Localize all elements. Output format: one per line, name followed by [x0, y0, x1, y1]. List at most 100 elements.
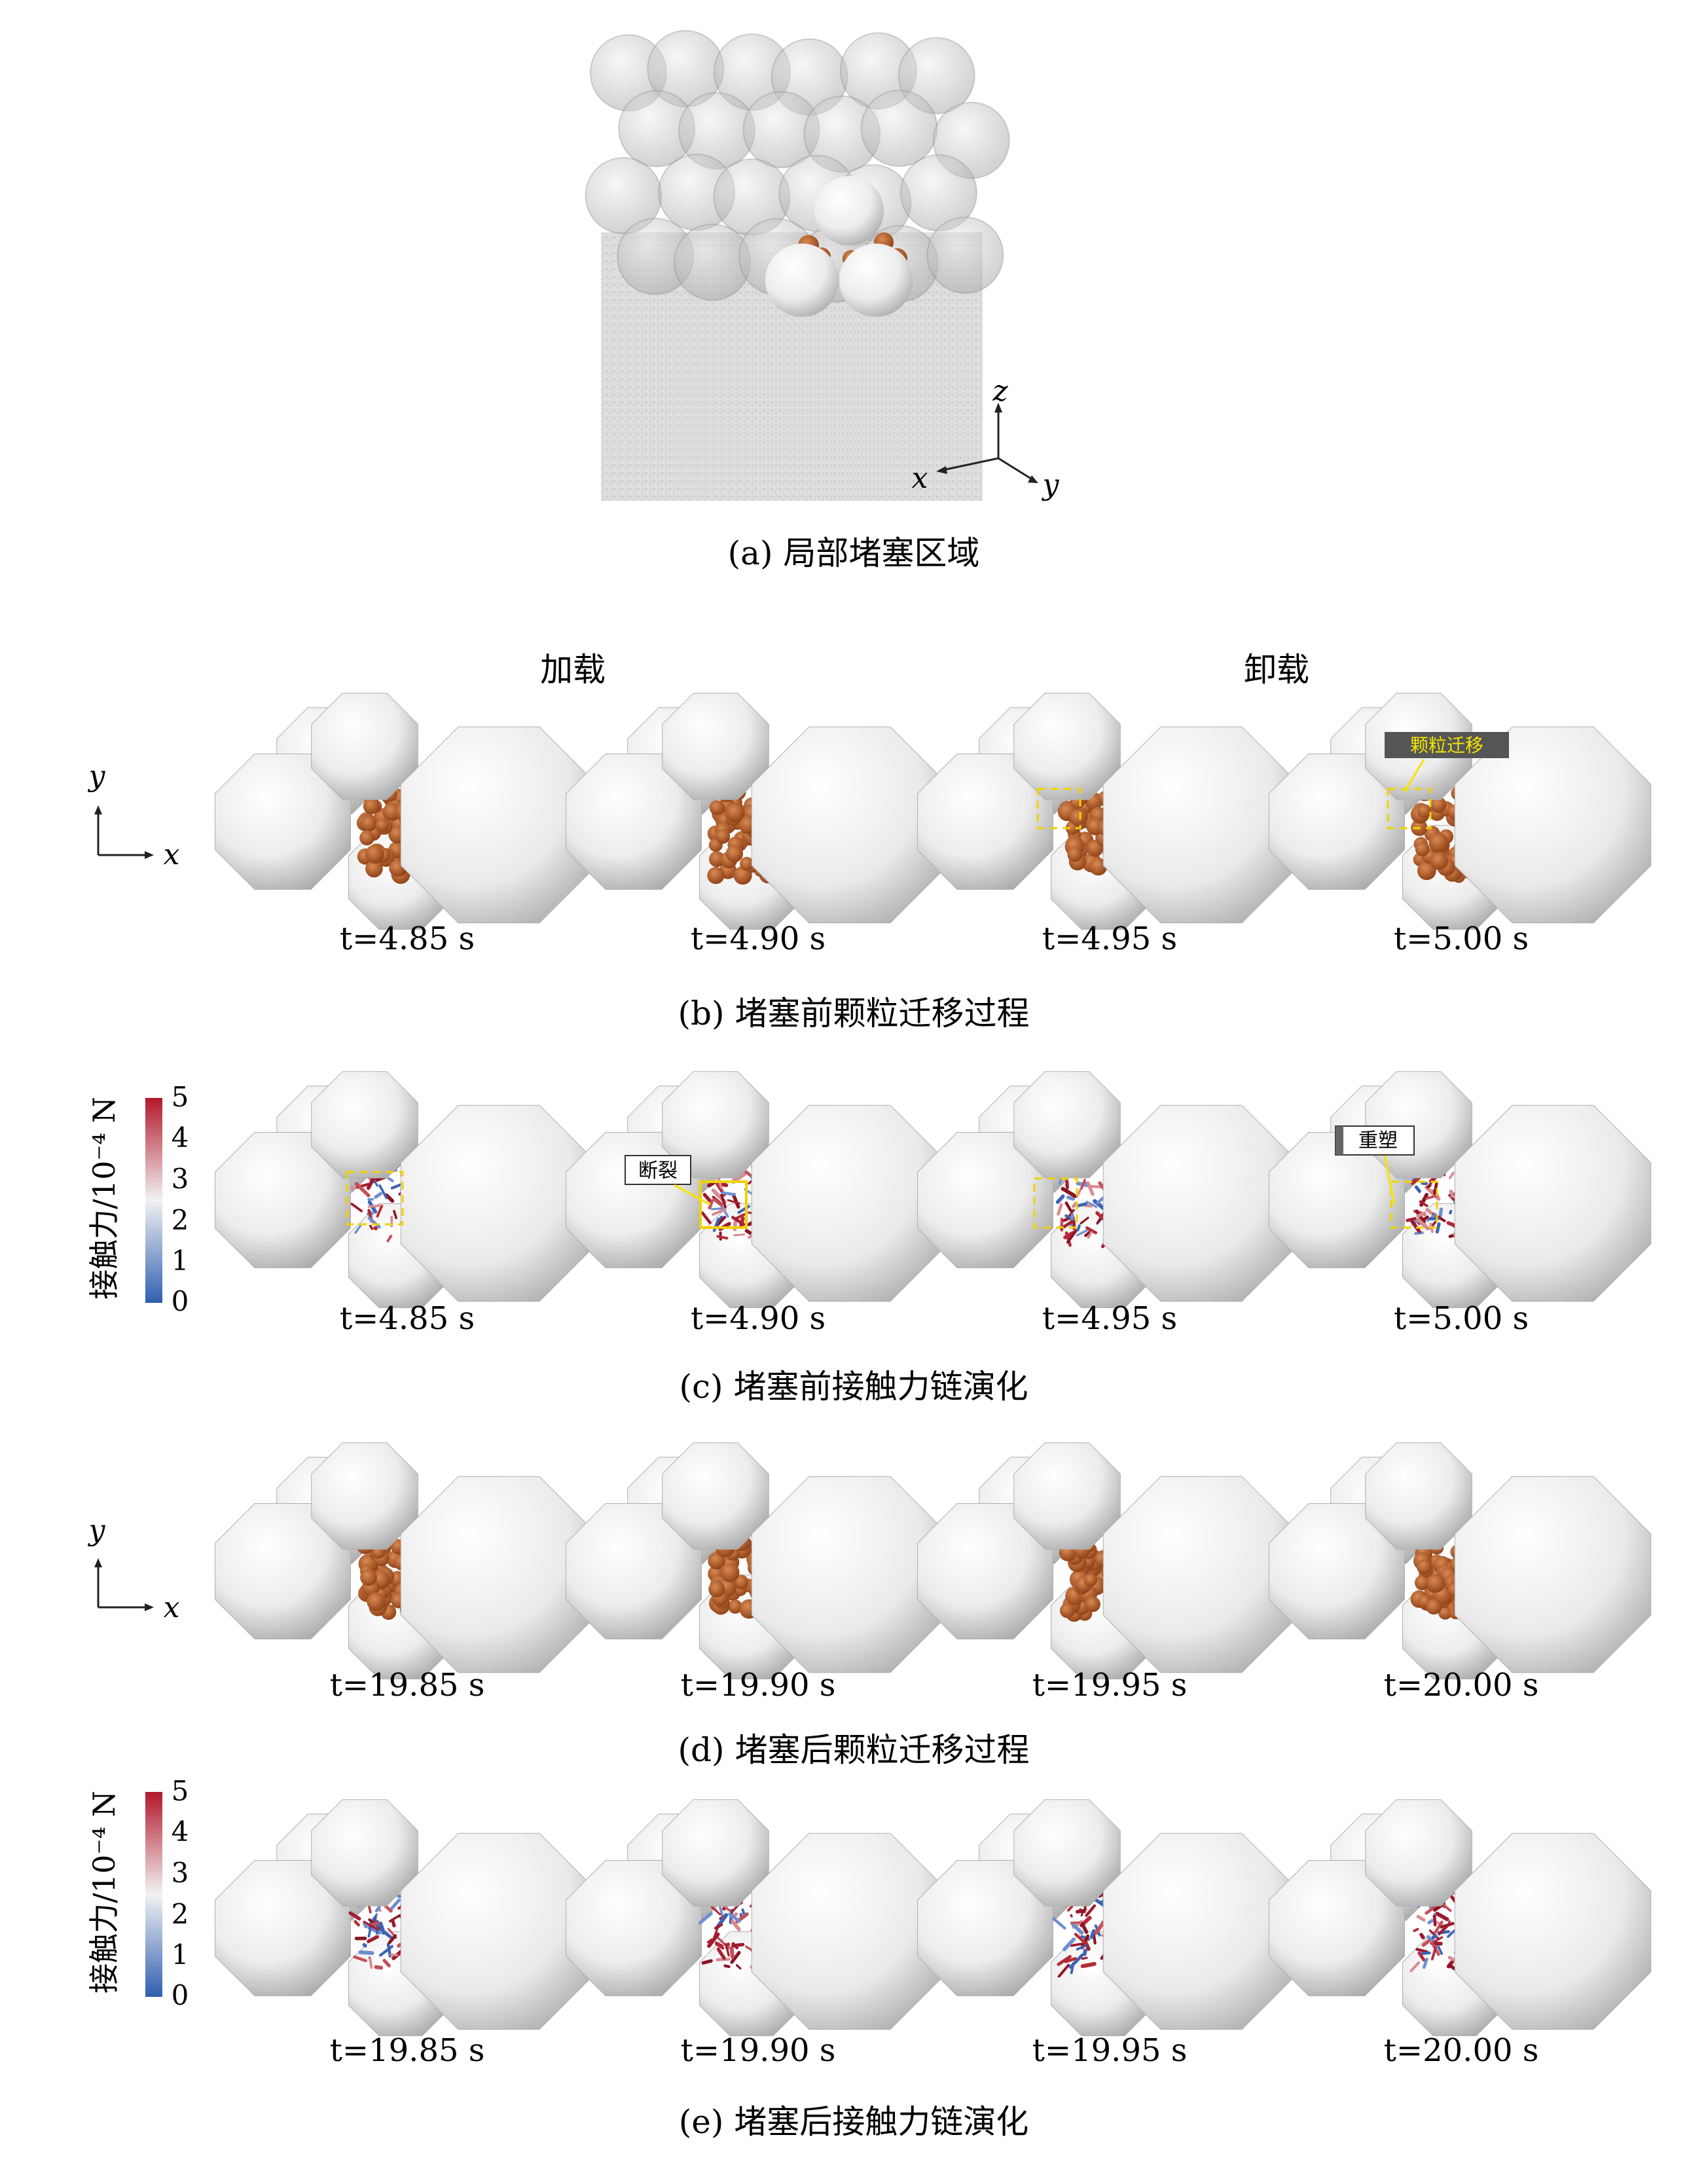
force-chain-segment [706, 1938, 713, 1944]
force-chain-segment [354, 1920, 360, 1927]
coarse-particle [400, 1476, 598, 1673]
colorbar-e: 5 4 3 2 1 0 接触力/10⁻⁴ N [86, 1775, 189, 2011]
fine-particle [1083, 1573, 1097, 1587]
snapshot-force-2 [917, 1071, 1300, 1308]
colorbar-gradient [145, 1792, 162, 1997]
force-chain-segment [1070, 1914, 1073, 1918]
force-chain-segment [358, 1950, 374, 1955]
panel-a-caption: (a) 局部堵塞区域 [728, 534, 980, 572]
annotation-tab [1336, 1126, 1343, 1155]
force-chain-segment [367, 1204, 382, 1208]
colorbar-tick: 0 [172, 1285, 189, 1317]
colorbar-label: 接触力/10⁻⁴ N [86, 1791, 122, 1994]
force-chain-segment [723, 1964, 731, 1969]
z-axis-label: z [992, 374, 1008, 408]
time-label: t=4.95 s [1042, 921, 1177, 957]
force-chain-segment [1087, 1231, 1093, 1239]
fine-particle [1417, 1559, 1432, 1575]
force-chain-segment [1427, 1919, 1434, 1925]
colorbar-c: 5 4 3 2 1 0 接触力/10⁻⁴ N [86, 1081, 189, 1317]
fine-particle [360, 815, 377, 832]
coarse-particle [1102, 726, 1300, 924]
fine-particle [707, 867, 725, 885]
force-chain-segment [1081, 1956, 1088, 1960]
force-chain-segment [725, 1943, 730, 1957]
force-chain-segment [712, 1208, 727, 1216]
highlight-box [1036, 788, 1081, 830]
axis-triad-3d: z x y [912, 374, 1060, 502]
x-axis-label: x [912, 462, 928, 495]
snapshot-force-1 [566, 1071, 949, 1308]
force-chain-segment [378, 1922, 386, 1935]
annotation-box [625, 1155, 691, 1185]
force-chain-segment [1068, 1953, 1084, 1969]
annotation-leader [1403, 759, 1425, 793]
force-chain-segment [711, 1906, 721, 1916]
force-chain-segment [1435, 1222, 1441, 1234]
time-label: t=4.85 s [340, 921, 475, 957]
force-chain-segment [731, 1942, 739, 1950]
axis-xy-b: y x [88, 759, 180, 871]
annotation-label: 重塑 [1358, 1129, 1398, 1152]
snapshot-grid [215, 693, 1652, 2036]
force-chain-segment [1061, 1186, 1077, 1198]
coarse-particle [1102, 1833, 1300, 2030]
time-label: t=4.95 s [1042, 1300, 1177, 1337]
coarse-particle [662, 1071, 769, 1178]
force-chain-segment [708, 1199, 714, 1210]
force-chain-segment [1080, 1216, 1089, 1225]
force-chain-segment [731, 1216, 746, 1226]
force-chain-segment [712, 1197, 723, 1207]
force-chain-segment [727, 1199, 740, 1205]
snapshot-force-2 [917, 1799, 1300, 2036]
coarse-particle [1013, 1799, 1121, 1906]
fine-particle [1430, 852, 1448, 870]
time-label: t=19.95 s [1032, 2032, 1188, 2069]
force-chain-segment [384, 1193, 395, 1203]
force-chain-segment [1085, 1201, 1098, 1208]
time-label: t=4.90 s [691, 1300, 826, 1337]
coarse-particle [1454, 1104, 1652, 1302]
annotation-reshape: 重塑 [1335, 1125, 1415, 1205]
force-chain-segment [367, 1935, 379, 1943]
fine-particle [1426, 1599, 1442, 1615]
force-chain-segment [388, 1934, 397, 1944]
force-chain-segment [721, 1191, 736, 1196]
row-d-times: t=19.85 s t=19.90 s t=19.95 s t=20.00 s [330, 1667, 1539, 1704]
fine-particle [375, 818, 389, 832]
header-unloading: 卸载 [1244, 651, 1309, 689]
panel-a-rendering [585, 29, 1010, 501]
time-label: t=20.00 s [1384, 2032, 1539, 2069]
force-chain-segment [367, 1216, 381, 1229]
annotation-break: 断裂 [625, 1155, 711, 1206]
snapshot-particles2-3 [1269, 1442, 1652, 1679]
transparent-coarse-particle [860, 90, 938, 168]
force-chain-segment [1066, 1229, 1078, 1244]
fine-particle [1089, 858, 1108, 876]
colorbar-tick: 1 [172, 1939, 189, 1971]
colorbar-tick: 5 [172, 1081, 189, 1113]
coarse-particle [400, 1833, 598, 2030]
force-chain-segment [719, 1182, 729, 1188]
force-chain-segment [1080, 1922, 1089, 1934]
time-label: t=20.00 s [1384, 1667, 1539, 1704]
fine-particle [1085, 1596, 1100, 1613]
force-chain-segment [715, 1943, 725, 1950]
fine-particle [363, 797, 380, 814]
force-chain-segment [1416, 1218, 1430, 1230]
colorbar-tick: 0 [172, 1979, 189, 2011]
snapshot-force-0 [215, 1071, 598, 1308]
x-axis-arrow [936, 466, 947, 474]
force-chain-segment [1094, 1920, 1106, 1935]
clogging-cluster [765, 176, 913, 317]
force-chain-segment [366, 1176, 376, 1190]
fine-particle [360, 1569, 377, 1586]
time-label: t=19.85 s [330, 1667, 485, 1704]
coarse-particle [311, 1442, 418, 1550]
force-chain-segment [1076, 1229, 1088, 1237]
force-chain-segment [1070, 1943, 1083, 1947]
coarse-particle [765, 244, 839, 317]
force-chain-segment [369, 1224, 374, 1230]
force-chain-segment [721, 1904, 731, 1912]
